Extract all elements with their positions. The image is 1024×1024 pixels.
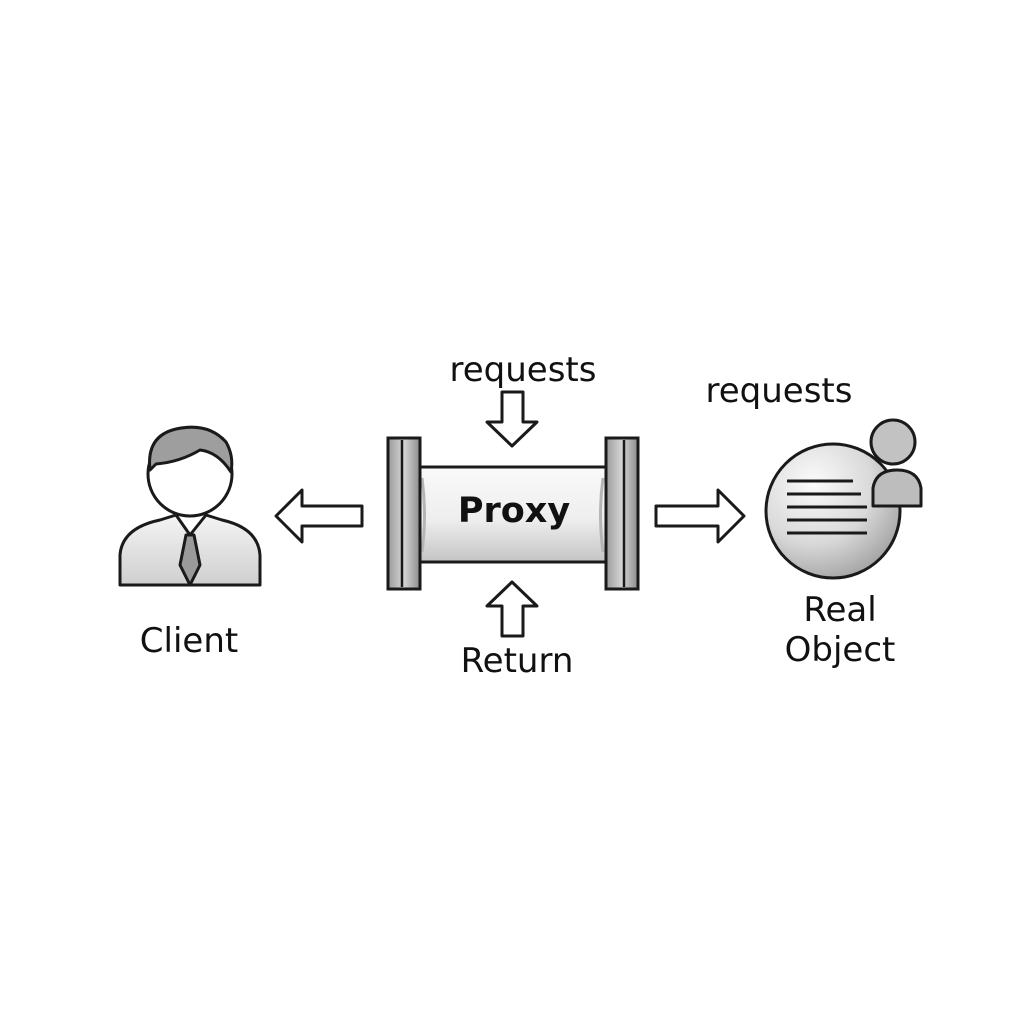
left-arrow-icon xyxy=(274,488,364,544)
real-object-label-line1: Real xyxy=(803,590,877,630)
up-arrow-icon xyxy=(485,580,539,638)
right-requests-label: requests xyxy=(705,371,853,411)
right-arrow-icon xyxy=(654,488,746,544)
document-sphere-icon xyxy=(764,442,902,580)
real-object-label-line2: Object xyxy=(784,630,896,670)
proxy-label: Proxy xyxy=(457,491,571,531)
real-object-label: Real Object xyxy=(785,590,896,670)
cylinder-icon xyxy=(386,436,640,591)
user-badge-icon xyxy=(869,418,923,508)
client-label: Client xyxy=(139,621,239,661)
top-requests-label: requests xyxy=(449,350,597,390)
down-arrow-icon xyxy=(485,390,539,448)
person-icon xyxy=(118,425,262,587)
return-label: Return xyxy=(460,641,574,681)
